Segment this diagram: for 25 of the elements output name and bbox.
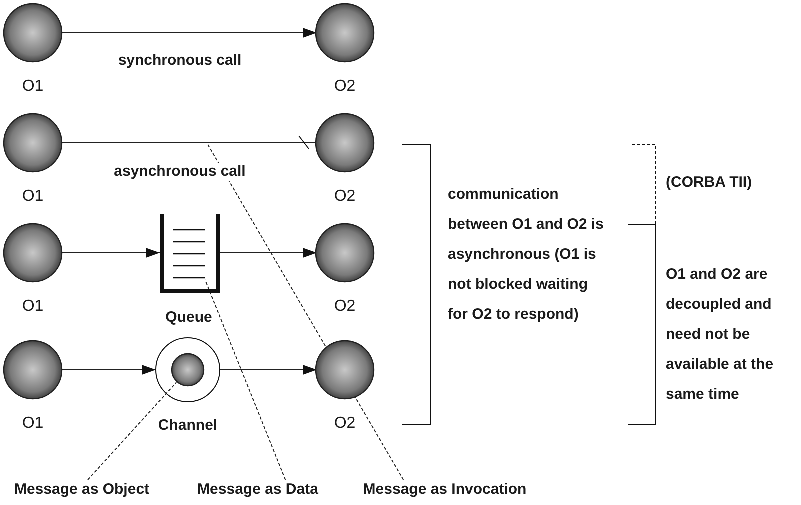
object-label: O2	[334, 297, 356, 317]
object-label: O1	[22, 77, 44, 97]
arrow	[60, 365, 156, 375]
leader-caption: Message as Object	[14, 480, 150, 500]
edge-label: asynchronous call	[112, 163, 248, 181]
object-label: O2	[334, 414, 356, 434]
object-label: O2	[334, 187, 356, 207]
object-label: O1	[22, 187, 44, 207]
queue-label: Queue	[166, 308, 212, 328]
arrow	[60, 248, 160, 258]
leader-line	[204, 280, 286, 480]
note-text: O1 and O2 are decoupled and need not be available at the same time	[666, 265, 775, 405]
leader-caption: Message as Data	[198, 480, 318, 500]
edge-label: synchronous call	[116, 52, 244, 70]
arrow	[60, 28, 318, 38]
object-label: O1	[22, 297, 44, 317]
leader-line	[88, 382, 178, 480]
arrow	[220, 365, 318, 375]
note-text: (CORBA TII)	[666, 173, 754, 193]
arrow	[220, 248, 318, 258]
object-label: O1	[22, 414, 44, 434]
object-label: O2	[334, 77, 356, 97]
channel-label: Channel	[158, 416, 218, 436]
note-text: communication between O1 and O2 is asynchronous (O1 is not blocked waiting for O2 to respond)	[448, 185, 605, 325]
leader-caption: Message as Invocation	[363, 480, 527, 500]
